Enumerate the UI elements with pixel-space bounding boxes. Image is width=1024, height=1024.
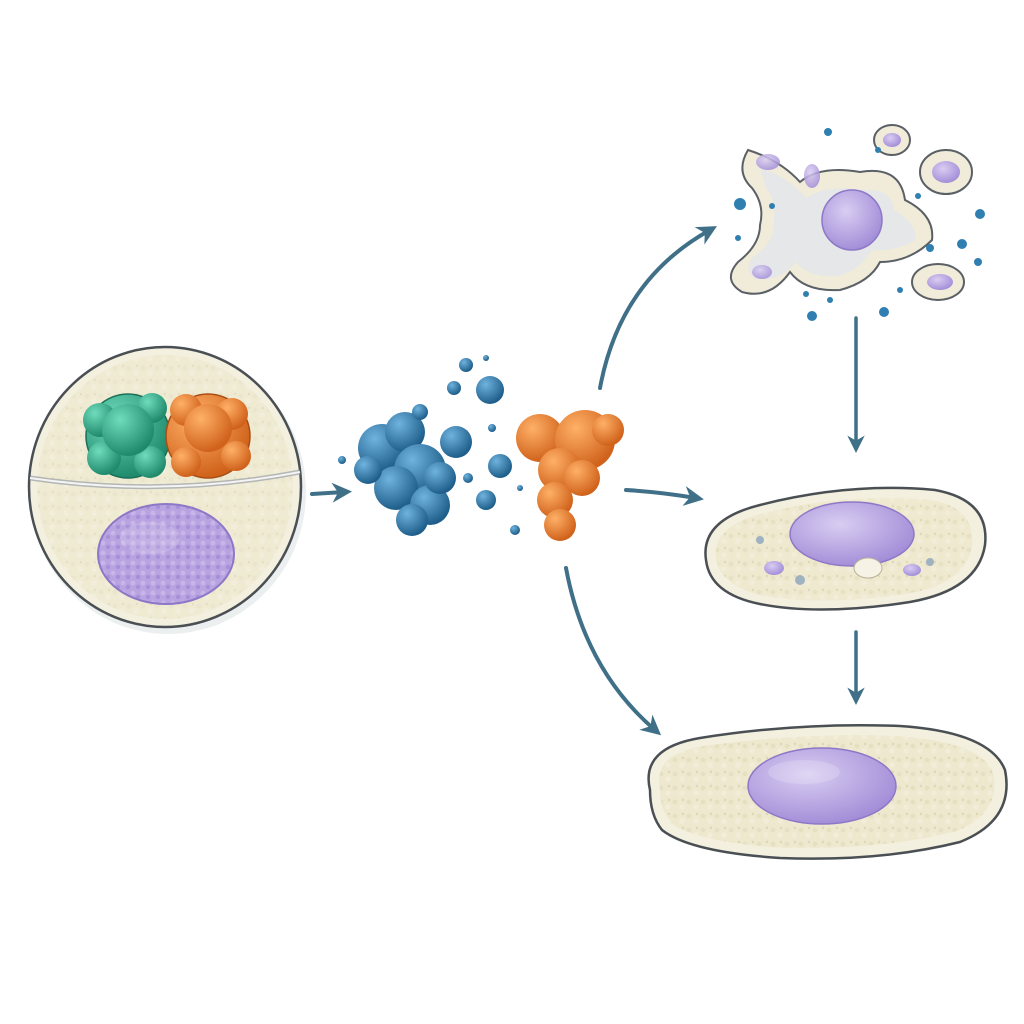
flattened-nucleus bbox=[747, 747, 897, 825]
intermediate-nucleus bbox=[789, 501, 915, 567]
arrow-proteins-to-intermediate bbox=[624, 486, 704, 506]
blue-particles bbox=[338, 355, 523, 535]
flattened-cell bbox=[647, 723, 1008, 860]
released-proteins bbox=[338, 355, 624, 541]
arrow-proteins-to-flattened bbox=[564, 566, 662, 736]
cell-fragment-vesicles bbox=[873, 124, 973, 301]
fragmented-cell bbox=[730, 124, 985, 321]
process-arrows bbox=[310, 226, 865, 736]
arrow-proteins-to-fragmented bbox=[598, 226, 717, 390]
blue-protein-cluster bbox=[354, 412, 456, 536]
orange-protein-fragment bbox=[516, 410, 624, 541]
arrow-source-to-proteins bbox=[310, 482, 352, 503]
fragmented-nucleus bbox=[821, 189, 883, 251]
nucleus bbox=[97, 503, 235, 605]
green-protein-cluster bbox=[83, 393, 171, 479]
fragment-particles bbox=[734, 128, 985, 321]
orange-protein-cluster bbox=[165, 393, 251, 479]
source-cell bbox=[27, 345, 306, 634]
intermediate-cell bbox=[704, 486, 987, 611]
